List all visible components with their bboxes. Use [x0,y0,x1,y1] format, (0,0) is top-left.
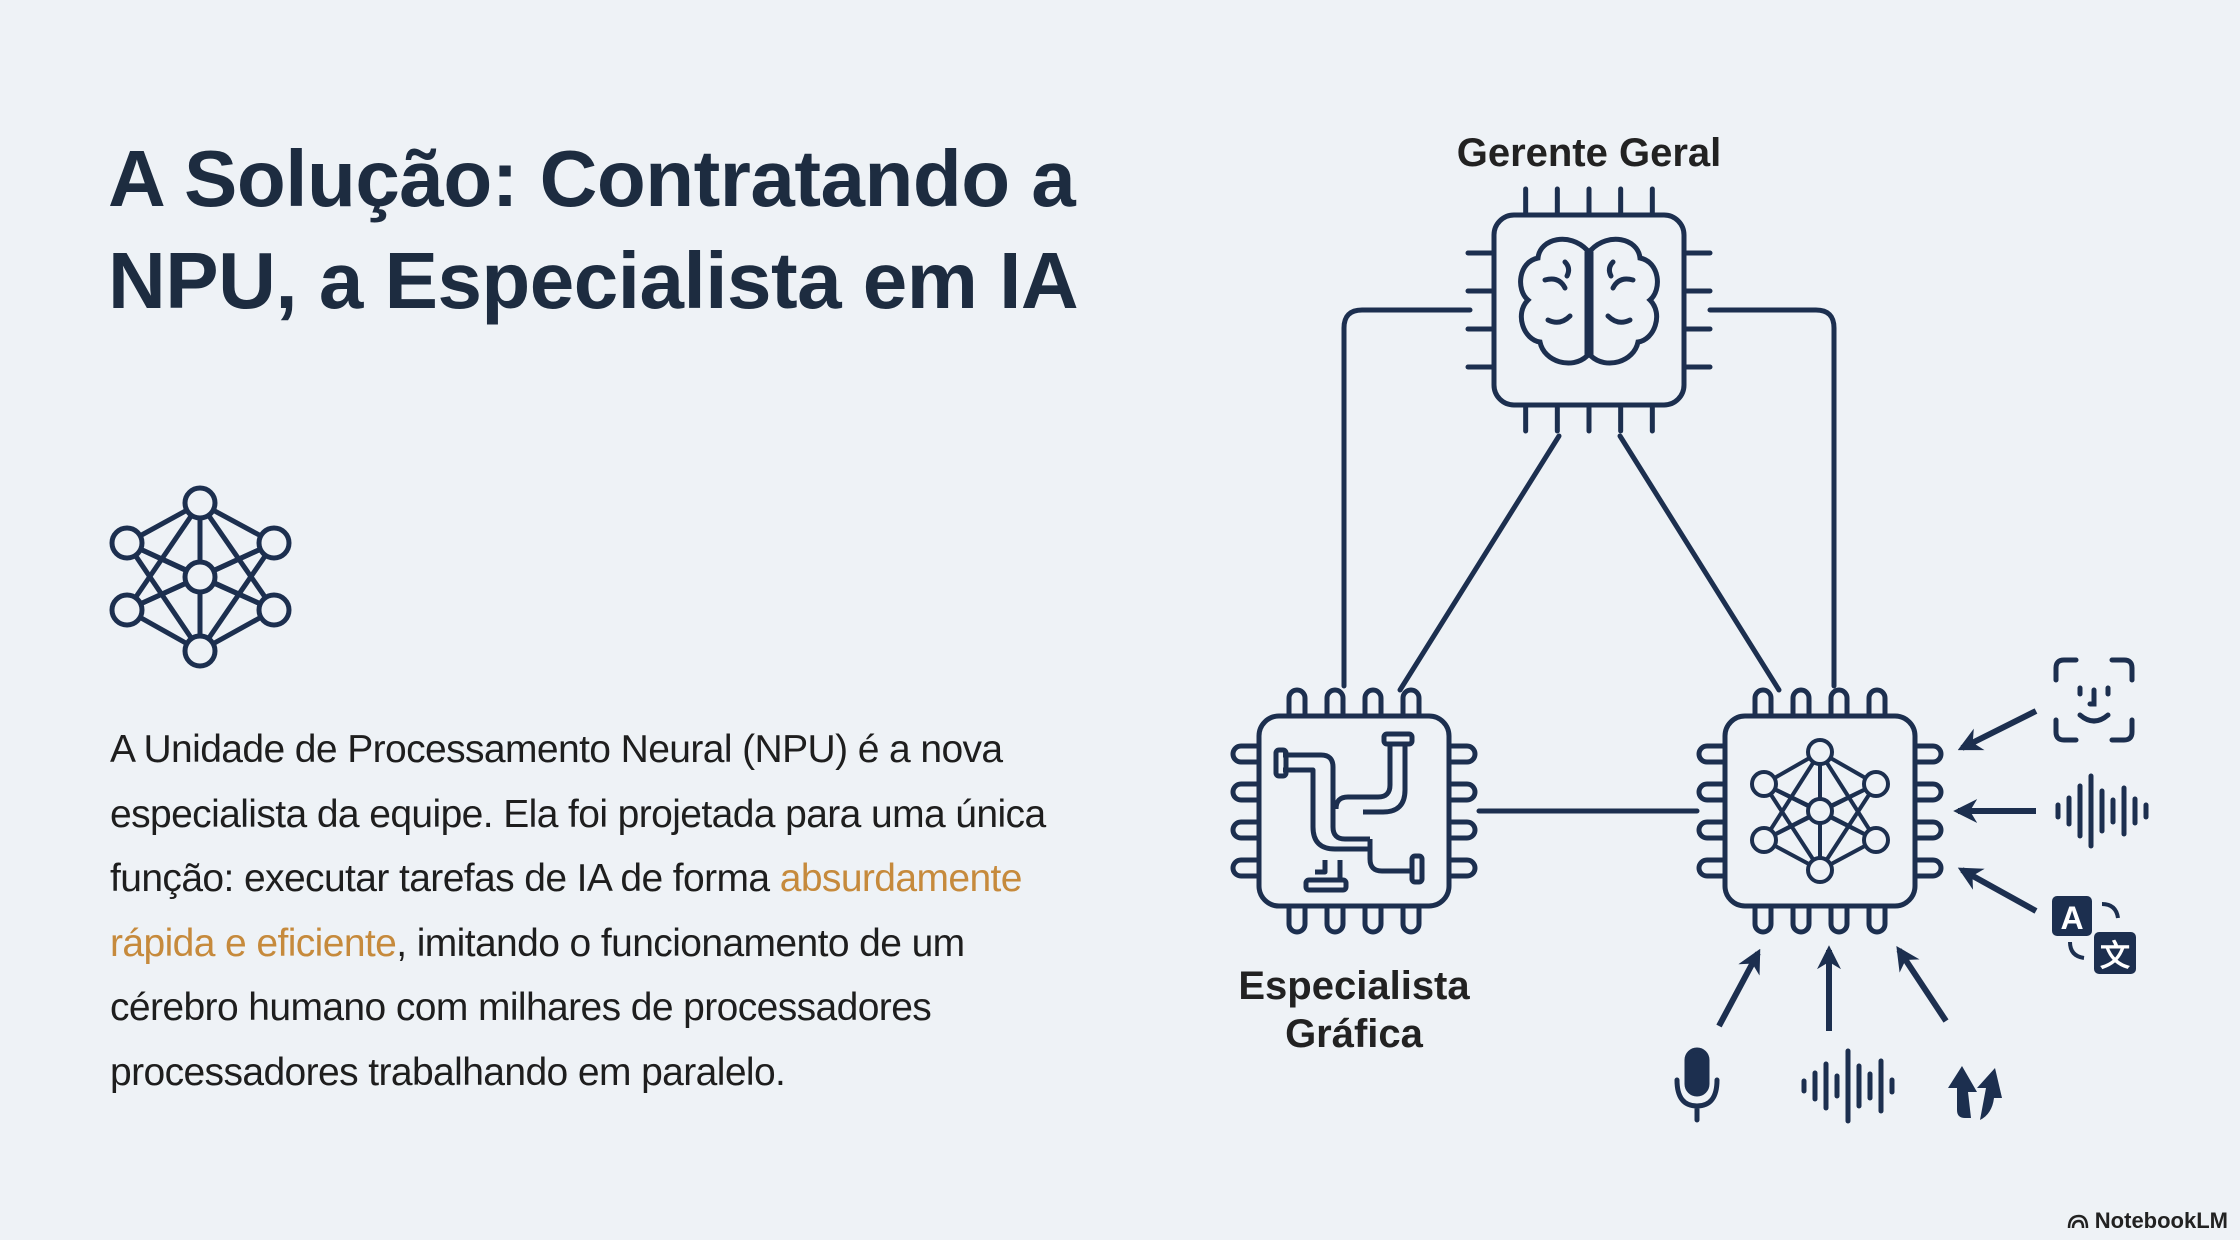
arrow-face-input [1957,708,2038,751]
body-paragraph: A Unidade de Processamento Neural (NPU) … [110,718,1070,1105]
network-node [182,485,218,521]
slide-title: A Solução: Contratando a NPU, a Especial… [108,134,1079,325]
chip-graphics-specialist [1230,687,1478,935]
microphone-icon [1674,1047,1720,1123]
network-node [109,592,145,628]
neural-network-icon [109,485,292,669]
face-recognition-icon [2053,657,2135,743]
arrow-mic-input [1716,948,1761,1028]
translate-letter-b: 文 [2100,939,2130,973]
network-node [256,592,292,628]
network-node [1862,770,1890,798]
brand-name: NotebookLM [2094,1208,2228,1233]
network-node [1806,797,1834,825]
network-edge [197,541,277,653]
wire-diagonal-right [1617,433,1782,693]
wire-diagonal-left [1397,433,1562,693]
network-node [182,559,218,595]
label-graphics-specialist-line2: Gráfica [1285,1012,1424,1056]
motion-arrows-icon [1948,1066,2002,1120]
brain-icon [1518,236,1660,366]
network-edge [197,501,277,612]
sound-wave-icon [1801,1048,1895,1124]
npu-network-icon [1750,738,1890,884]
network-edge [124,501,203,612]
body-highlight: absurdamente rápida e eficiente [110,857,1022,965]
translate-icon: A 文 [2052,896,2136,974]
network-node [256,525,292,561]
body-text-start: A Unidade de Processamento Neural (NPU) … [110,728,1046,900]
network-node [1862,826,1890,854]
wire-top-left [1341,307,1473,689]
chip-body [1256,713,1452,909]
body-text-end: , imitando o funcionamento de um cérebro… [110,921,965,1094]
network-node [109,525,145,561]
network-node [182,633,218,669]
arrow-motion-input [1896,945,1949,1023]
wire-top-right [1707,307,1837,689]
arrow-translate-input [1957,867,2038,914]
notebooklm-logo-icon [2067,1214,2089,1229]
network-node [1750,770,1778,798]
audio-waveform-icon [2055,773,2149,849]
label-general-manager: Gerente Geral [1457,131,1722,175]
translate-letter-a: A [2060,900,2083,936]
label-graphics-specialist-line1: Especialista [1238,964,1470,1008]
network-node [1806,856,1834,884]
network-node [1750,826,1778,854]
network-edge [124,541,203,653]
pipes-icon [1273,731,1425,893]
network-node [1806,738,1834,766]
notebooklm-watermark: NotebookLM [2067,1208,2228,1234]
